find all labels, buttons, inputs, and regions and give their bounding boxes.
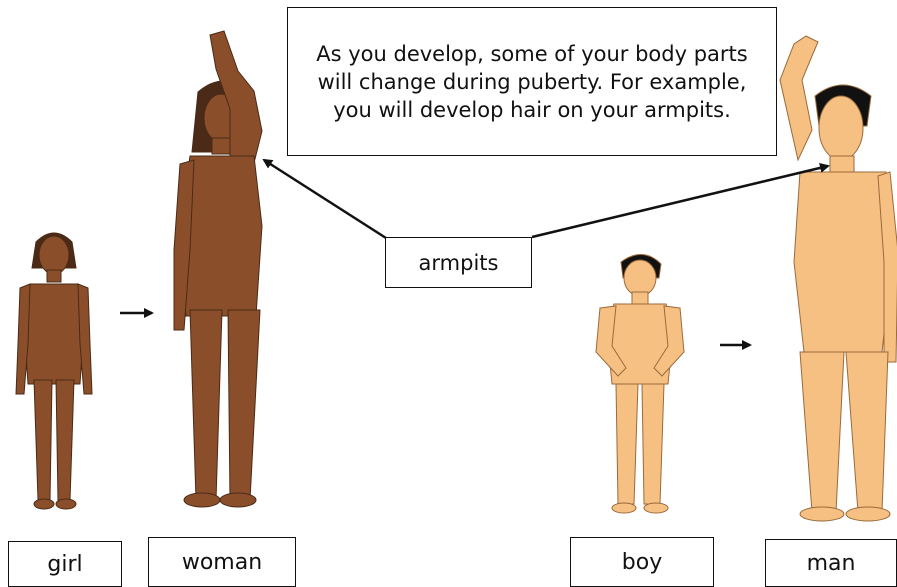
callout-text: As you develop, some of your body parts … <box>310 40 754 124</box>
woman-label: woman <box>182 550 262 575</box>
man-label: man <box>807 551 856 576</box>
girl-label: girl <box>47 552 82 577</box>
man-label-box: man <box>765 539 897 587</box>
boy-label: boy <box>622 550 662 575</box>
armpits-pointer-man <box>532 166 828 237</box>
girl-figure <box>16 233 92 509</box>
boy-figure <box>596 254 684 513</box>
armpits-label: armpits <box>419 251 499 275</box>
puberty-explanation-callout: As you develop, some of your body parts … <box>287 7 777 156</box>
woman-figure <box>174 31 262 507</box>
woman-label-box: woman <box>148 537 296 587</box>
armpits-label-box: armpits <box>385 237 532 288</box>
man-figure <box>780 36 897 521</box>
armpits-pointer-woman <box>264 160 386 238</box>
girl-label-box: girl <box>8 541 122 587</box>
boy-label-box: boy <box>570 537 714 587</box>
